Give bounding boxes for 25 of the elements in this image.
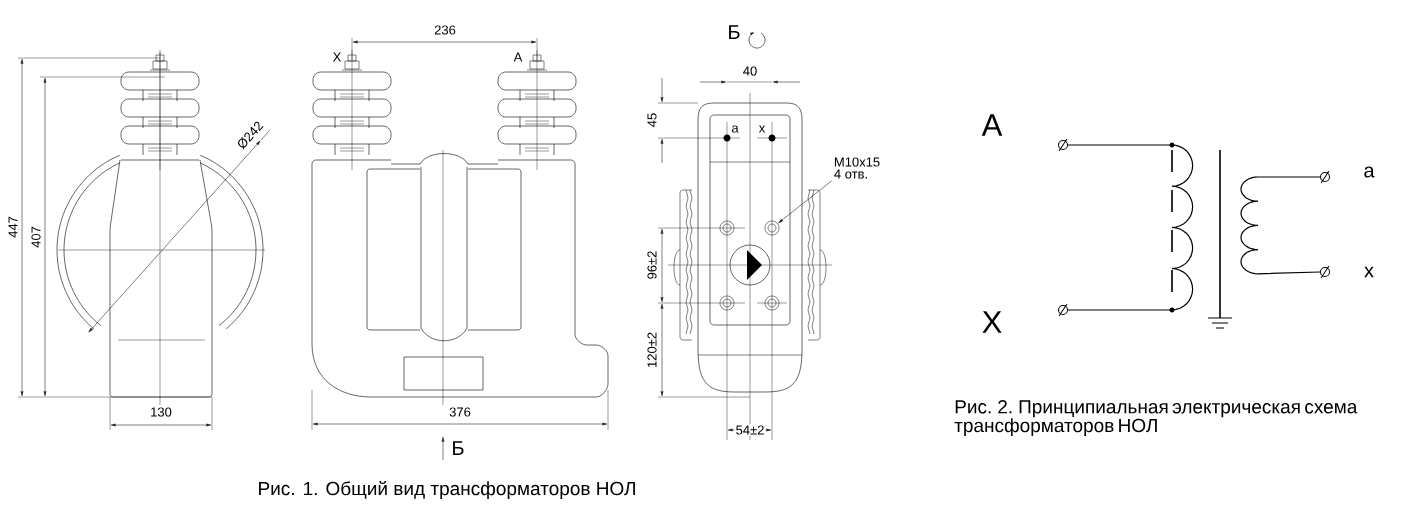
terminal-label: A xyxy=(513,52,523,62)
callout-text: M10x15 4 отв. xyxy=(834,157,880,179)
terminal-label: X xyxy=(982,311,1002,333)
terminal-label: a xyxy=(1364,166,1375,178)
dimension-label: 54±2 xyxy=(734,424,766,436)
dimension-label: 96±2 xyxy=(646,249,658,281)
dimension-label: 447 xyxy=(7,215,19,239)
leader-line xyxy=(778,180,832,223)
dimension-label: 40 xyxy=(741,65,759,77)
terminal-label: X xyxy=(332,52,342,62)
terminal-label: x xyxy=(1364,266,1374,278)
terminal-label: a xyxy=(731,125,739,133)
dimension-label: 120±2 xyxy=(646,331,658,370)
terminal-label: x xyxy=(758,125,766,133)
dimension-label: 130 xyxy=(149,406,173,418)
view-label: Б xyxy=(729,25,740,39)
terminal-label: A xyxy=(981,114,1003,136)
dimension-label: 236 xyxy=(433,24,457,36)
figure-caption: Рис. 1. Общий вид трансформаторов НОЛ xyxy=(259,481,635,499)
threaded-hole xyxy=(764,220,780,236)
figure-caption: Рис. 2. Принципиальная электрическая схема трансформаторов НОЛ xyxy=(954,400,1358,436)
dimension-label: 45 xyxy=(646,111,658,129)
dimension-label: 376 xyxy=(448,406,472,418)
view-label: Б xyxy=(453,441,464,455)
dimension-label: 407 xyxy=(30,225,42,249)
